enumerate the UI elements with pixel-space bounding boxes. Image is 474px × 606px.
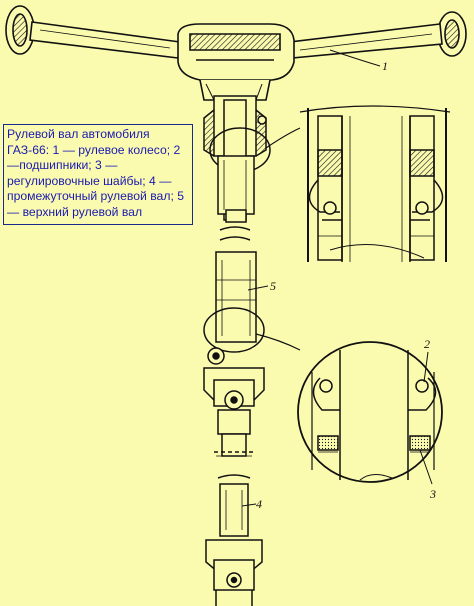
steering-wheel bbox=[5, 5, 467, 101]
wheel-hub bbox=[177, 23, 295, 81]
wheel-spoke-right bbox=[289, 23, 443, 59]
caption-box: Рулевой вал автомобиля ГАЗ-66: 1 — рулев… bbox=[3, 124, 193, 225]
detail-view-upper bbox=[265, 105, 451, 262]
callout-label-4: 4 bbox=[256, 497, 262, 511]
universal-joint-upper bbox=[203, 367, 265, 457]
intermediate-steering-shaft bbox=[205, 474, 263, 606]
shim-stack-left bbox=[317, 435, 339, 451]
callout-line-1 bbox=[329, 49, 381, 67]
bearing-zone-lower bbox=[203, 307, 265, 353]
detail-view-lower bbox=[255, 333, 443, 485]
callout-label-1: 1 bbox=[382, 59, 388, 73]
shim-stack-right bbox=[409, 435, 431, 451]
callout-line-3 bbox=[419, 449, 433, 485]
callout-line-4 bbox=[241, 503, 257, 507]
caption-text: Рулевой вал автомобиля ГАЗ-66: 1 — рулев… bbox=[7, 127, 184, 219]
callout-label-2: 2 bbox=[424, 337, 430, 351]
callout-label-5: 5 bbox=[270, 279, 276, 293]
callout-line-2 bbox=[423, 351, 429, 383]
callout-label-3: 3 bbox=[429, 487, 436, 501]
upper-steering-shaft bbox=[203, 95, 271, 365]
wheel-spoke-left bbox=[29, 21, 181, 59]
callout-line-5 bbox=[247, 285, 269, 291]
